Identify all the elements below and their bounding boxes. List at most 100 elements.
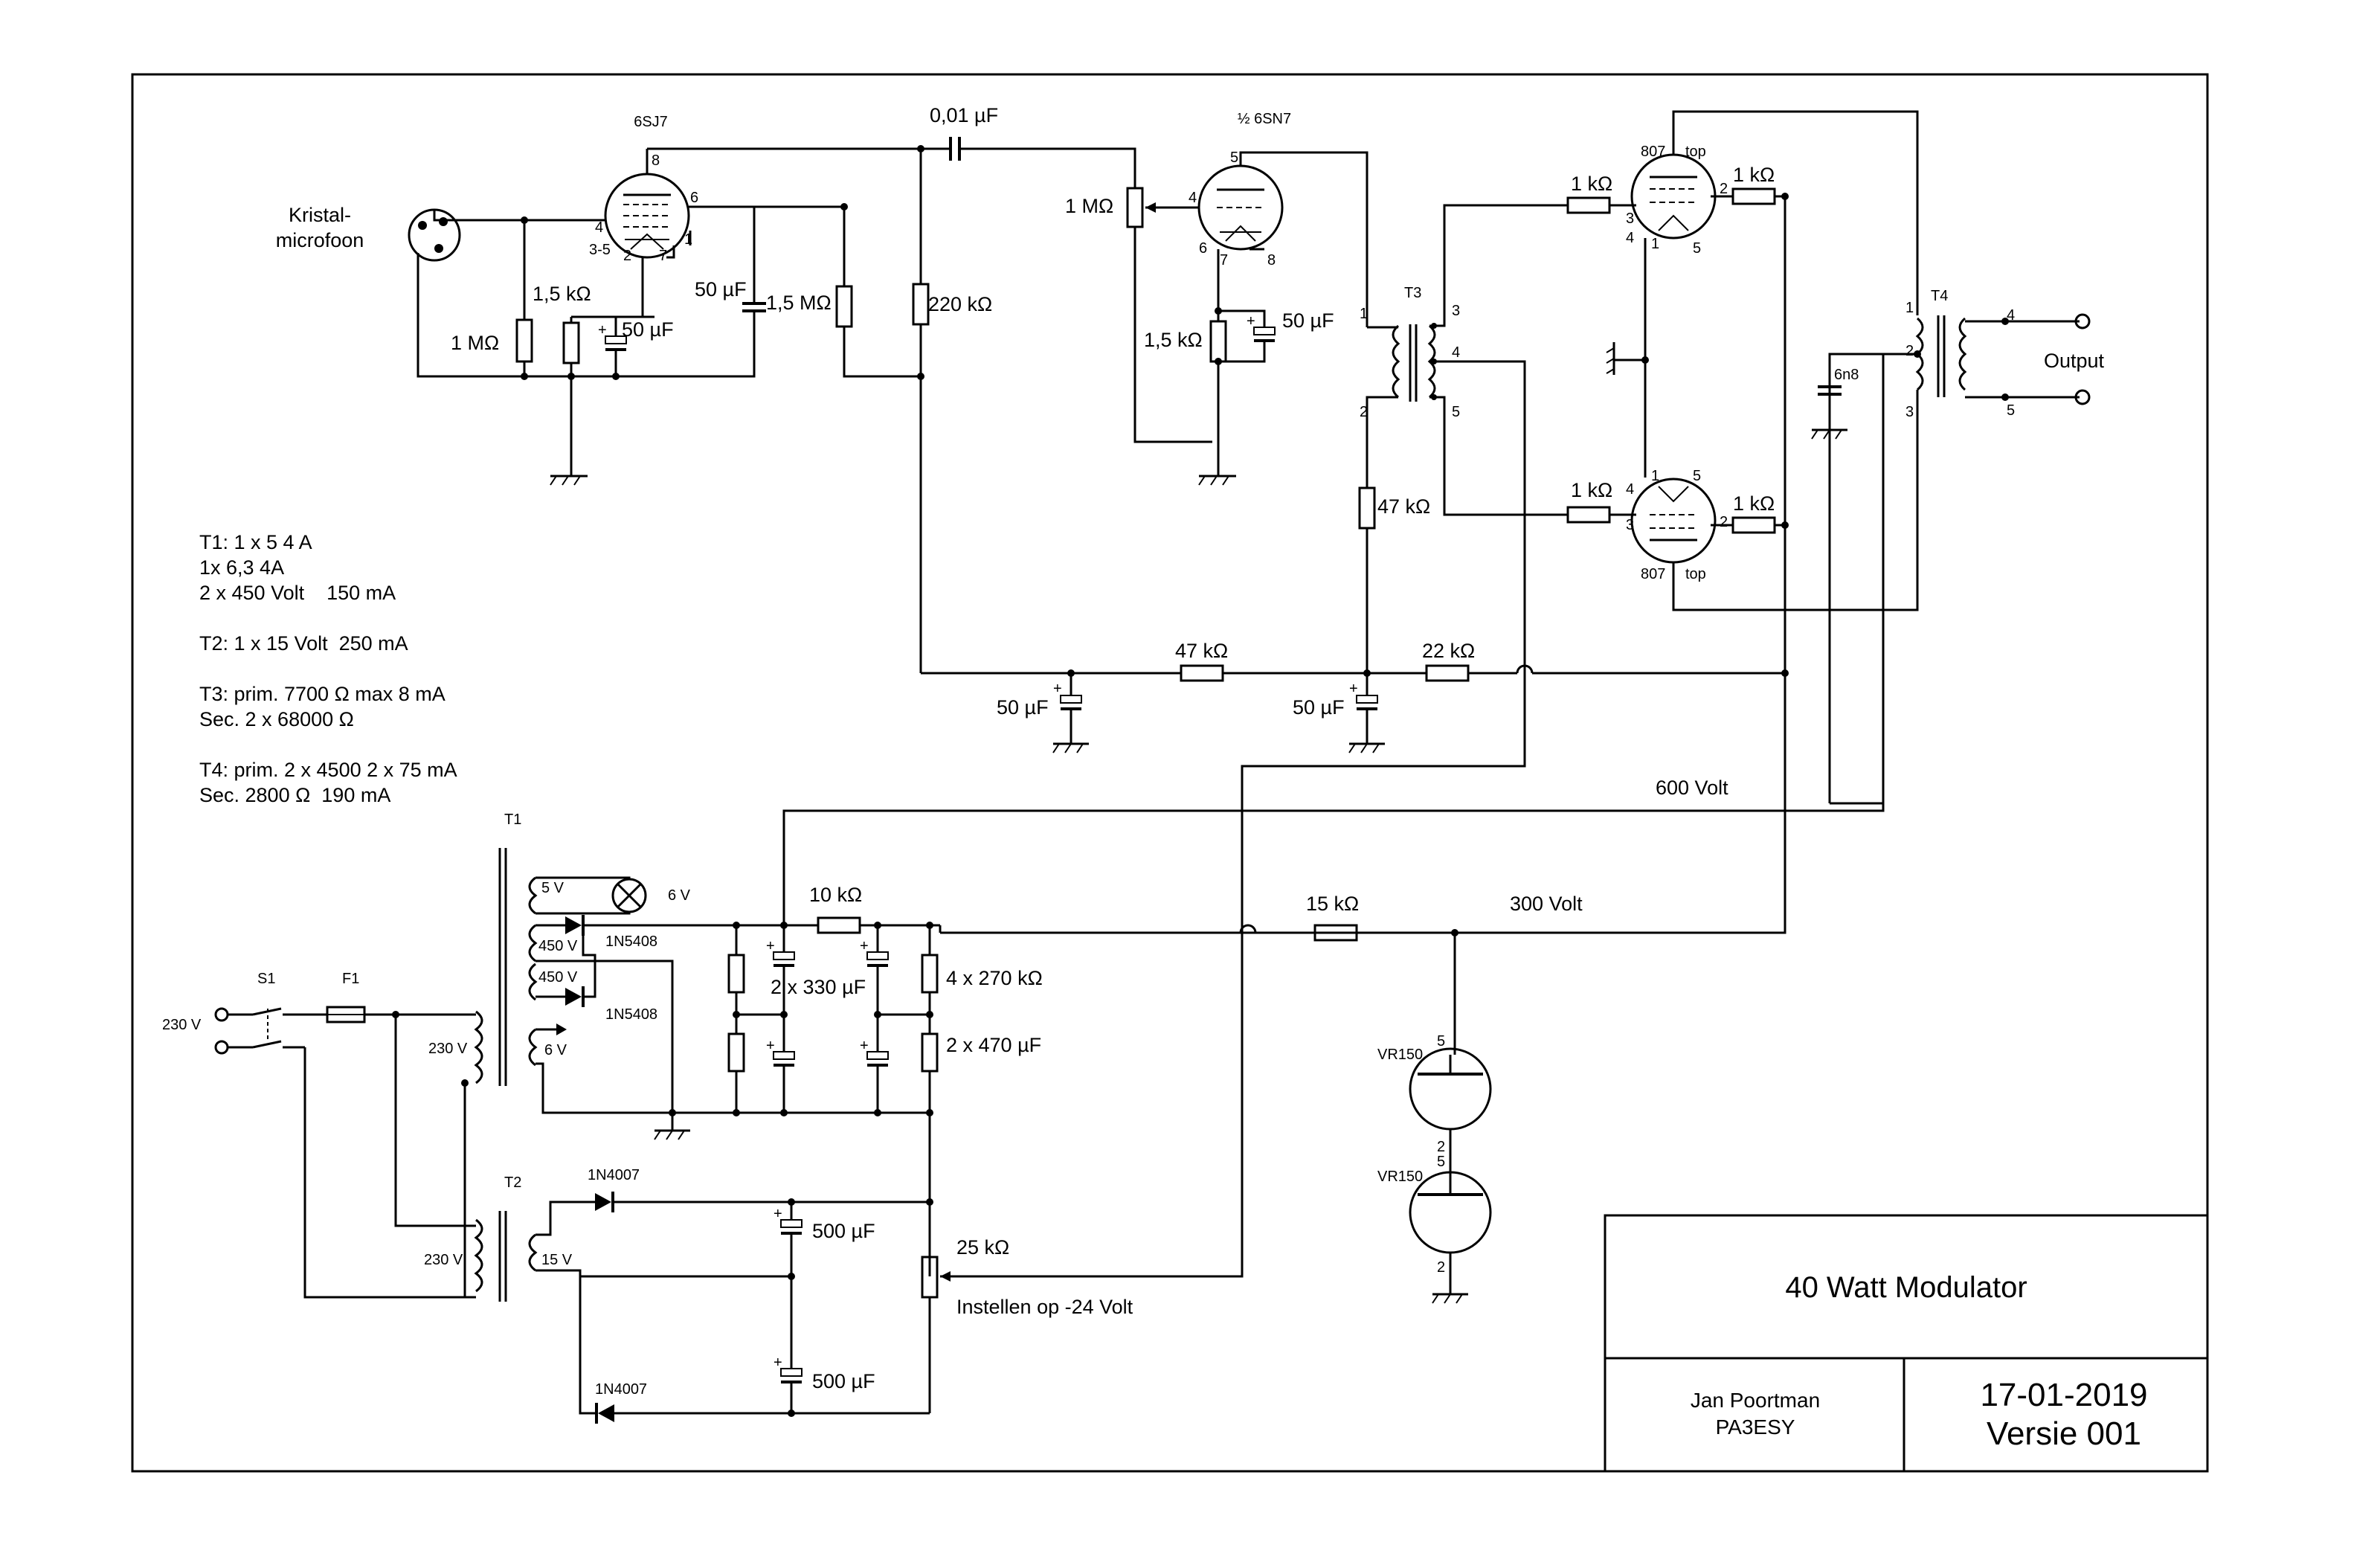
grid-resistor-1m — [515, 318, 533, 363]
drawing-version: Versie 001 — [1987, 1415, 2141, 1452]
t4-label: T4 — [1931, 288, 1948, 304]
vr150-bottom-label: VR150 — [1377, 1169, 1423, 1185]
cathode-capacitor-1 — [605, 335, 627, 344]
svg-text:5: 5 — [1452, 404, 1460, 420]
cathode-capacitor-1-label: 50 µF — [622, 318, 674, 341]
ground-symbol — [1432, 1293, 1468, 1304]
t2-label: T2 — [504, 1174, 521, 1191]
svg-text:1: 1 — [1360, 306, 1368, 322]
svg-text:4: 4 — [2007, 307, 2015, 324]
svg-text:2: 2 — [1905, 343, 1914, 359]
tube-807-bottom — [1630, 478, 1717, 564]
cathode-capacitor-2 — [1253, 327, 1276, 335]
author-name: Jan Poortman — [1691, 1389, 1820, 1412]
t2-primary-label: 230 V — [424, 1252, 463, 1268]
diode-1n4007-b-label: 1N4007 — [595, 1381, 647, 1398]
300v-label: 300 Volt — [1510, 893, 1583, 915]
svg-text:1: 1 — [1905, 300, 1914, 316]
filter-capacitor-470-b — [866, 1051, 889, 1060]
t3-label: T3 — [1404, 285, 1421, 301]
diode-1n4007-a-label: 1N4007 — [588, 1167, 640, 1183]
diode-1n4007-a — [595, 1193, 611, 1211]
decoupling-resistor-22k — [1425, 664, 1470, 682]
tube-807-top-label: 807 — [1641, 144, 1665, 160]
pin-4-driver: 4 — [1189, 190, 1197, 206]
note-t4-b: Sec. 2800 Ω 190 mA — [199, 784, 390, 806]
svg-text:+: + — [774, 1206, 782, 1222]
note-t3-a: T3: prim. 7700 Ω max 8 mA — [199, 683, 446, 705]
tube-807-bottom-label: 807 — [1641, 566, 1665, 582]
pin-1: 1 — [684, 231, 692, 248]
tube-807-bottom-cap: top — [1685, 566, 1706, 582]
600v-label: 600 Volt — [1656, 777, 1728, 799]
mic-label-line2: microfoon — [276, 229, 364, 251]
screen-resistor-top — [1731, 187, 1776, 205]
svg-text:4: 4 — [1626, 230, 1634, 246]
svg-text:3: 3 — [1626, 210, 1634, 227]
screen-resistor-label: 1,5 MΩ — [766, 292, 832, 314]
diode-1n4007-b — [598, 1404, 614, 1422]
filter-capacitor-1 — [1060, 695, 1082, 704]
pin-6-driver: 6 — [1199, 240, 1207, 257]
bleeder-resistor-2 — [727, 1032, 745, 1073]
svg-text:5: 5 — [1693, 240, 1701, 257]
supply-rails: 600 Volt 15 kΩ 300 Volt — [782, 777, 1885, 1278]
diode-1n5408-a — [565, 916, 582, 934]
pin-7: 7 — [659, 248, 667, 264]
svg-text:5: 5 — [1437, 1033, 1445, 1050]
vr150-top-label: VR150 — [1377, 1047, 1423, 1063]
bias-capacitor-500-a — [780, 1219, 803, 1228]
cathode-resistor-2-label: 1,5 kΩ — [1144, 329, 1203, 351]
pin-6: 6 — [690, 190, 698, 206]
note-t3-b: Sec. 2 x 68000 Ω — [199, 708, 354, 730]
cathode-resistor-1-label: 1,5 kΩ — [533, 283, 591, 305]
grid-resistor-label: 1 MΩ — [451, 332, 499, 354]
svg-text:5: 5 — [1437, 1154, 1445, 1170]
filter-cap-1-label: 50 µF — [997, 696, 1049, 719]
r47k-vertical-label: 47 kΩ — [1377, 495, 1430, 518]
r10k-label: 10 kΩ — [809, 884, 862, 906]
grid-stopper-top-label: 1 kΩ — [1571, 173, 1612, 195]
pin-8-driver: 8 — [1267, 252, 1276, 269]
ground-symbol — [1052, 742, 1089, 753]
ground-symbol — [550, 475, 588, 486]
t1-6v-label: 6 V — [544, 1042, 567, 1058]
output-stage: 807 top 2 3 4 1 5 807 top 2 3 4 1 5 1 kΩ… — [1566, 110, 1919, 799]
ground-symbol — [1811, 428, 1847, 440]
diode-1n5408-a-label: 1N5408 — [605, 933, 657, 950]
snubber-capacitor-label: 6n8 — [1834, 367, 1859, 383]
pin-3-5: 3-5 — [589, 242, 611, 258]
c330-label: 2 x 330 µF — [771, 976, 866, 998]
bias-pot-label: 25 kΩ — [956, 1236, 1009, 1259]
svg-text:3: 3 — [1905, 404, 1914, 420]
t2-15v-label: 15 V — [541, 1252, 573, 1268]
svg-text:+: + — [774, 1354, 782, 1371]
svg-text:1: 1 — [1651, 236, 1659, 252]
transformer-t1 — [474, 848, 538, 1086]
switch-s1 — [252, 1007, 305, 1049]
filter-capacitor-330-a — [773, 951, 795, 960]
filter-capacitor-2 — [1356, 695, 1378, 704]
svg-text:2: 2 — [1720, 181, 1728, 197]
c500b-label: 500 µF — [812, 1370, 875, 1392]
volume-potentiometer — [1126, 187, 1144, 228]
driver-stage: 1 MΩ ½ 6SN7 5 4 6 7 8 + 1,5 kΩ 50 µF — [1065, 111, 1368, 486]
pin-5: 5 — [1230, 150, 1238, 166]
svg-text:+: + — [766, 1038, 775, 1054]
f1-label: F1 — [342, 971, 359, 987]
coupling-capacitor-label: 0,01 µF — [930, 104, 998, 126]
screen-capacitor-label: 50 µF — [695, 278, 747, 300]
transformer-t4: T4 1 2 3 4 5 Output 6n8 — [1811, 288, 2105, 805]
t1-label: T1 — [504, 811, 521, 828]
ground-symbol — [1198, 475, 1236, 486]
tube-6sj7-label: 6SJ7 — [634, 114, 668, 130]
power-supply: 230 V S1 F1 T — [162, 811, 1133, 1424]
screen-resistor-top-label: 1 kΩ — [1733, 164, 1775, 186]
cathode-capacitor-2-label: 50 µF — [1282, 309, 1334, 332]
cathode-resistor-2 — [1209, 320, 1227, 363]
screen-resistor-bottom-label: 1 kΩ — [1733, 492, 1775, 515]
s1-label: S1 — [257, 971, 275, 987]
output-label: Output — [2044, 350, 2105, 372]
tube-807-top-cap: top — [1685, 144, 1706, 160]
grid-stopper-bottom-label: 1 kΩ — [1571, 479, 1612, 501]
